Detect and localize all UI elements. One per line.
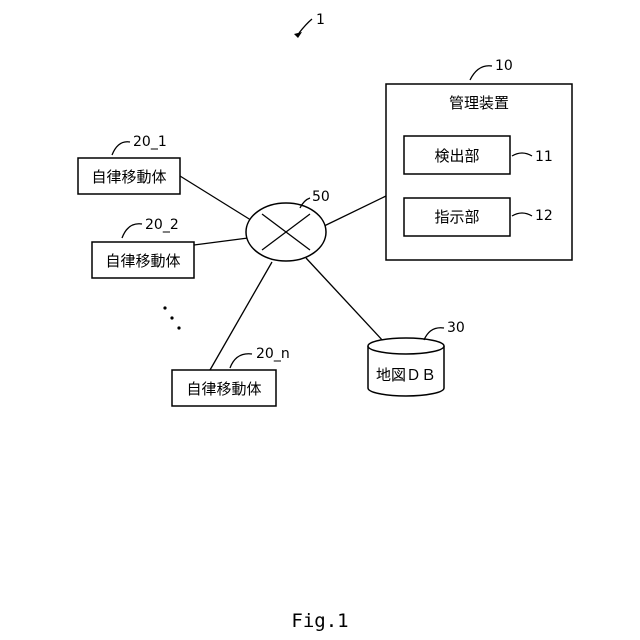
mobile-body-2: 自律移動体 20_2 bbox=[92, 217, 194, 278]
link-mobile-2-network bbox=[194, 238, 248, 245]
mobile-body-n-ref-label: 20_n bbox=[256, 346, 290, 362]
management-device: 管理装置 10 検出部 11 指示部 12 bbox=[386, 58, 572, 260]
link-network-management bbox=[320, 196, 386, 228]
ellipsis-dot bbox=[177, 326, 180, 329]
link-network-mapdb bbox=[306, 258, 384, 342]
ellipsis-dots bbox=[163, 306, 180, 329]
management-device-ref-label: 10 bbox=[495, 58, 513, 74]
network-ref-label: 50 bbox=[312, 189, 330, 205]
management-device-ref-leader bbox=[470, 66, 492, 80]
ellipsis-dot bbox=[170, 316, 173, 319]
mobile-body-1-label: 自律移動体 bbox=[91, 168, 166, 186]
system-ref-leader bbox=[299, 19, 312, 33]
management-device-title: 管理装置 bbox=[449, 94, 509, 112]
map-db-ref-leader bbox=[424, 328, 444, 340]
mobile-body-n-label: 自律移動体 bbox=[186, 380, 261, 398]
instruction-unit-ref-label: 12 bbox=[535, 208, 553, 224]
detection-unit-ref-label: 11 bbox=[535, 149, 553, 165]
system-ref-label: 1 bbox=[316, 12, 325, 28]
map-db-cylinder-top bbox=[368, 338, 444, 354]
mobile-body-2-ref-leader bbox=[122, 224, 142, 238]
ellipsis-dot bbox=[163, 306, 166, 309]
system-ref-arrowhead bbox=[294, 32, 302, 38]
mobile-body-1-ref-leader bbox=[112, 142, 130, 155]
figure-caption: Fig.1 bbox=[291, 610, 348, 632]
detection-unit-label: 検出部 bbox=[434, 147, 479, 165]
mobile-body-n: 自律移動体 20_n bbox=[172, 346, 290, 406]
map-db-ref-label: 30 bbox=[447, 320, 465, 336]
mobile-body-1-ref-label: 20_1 bbox=[133, 134, 167, 150]
instruction-unit-label: 指示部 bbox=[434, 208, 479, 226]
mobile-body-2-label: 自律移動体 bbox=[105, 252, 180, 270]
link-mobile-1-network bbox=[180, 176, 254, 222]
network-node: 50 bbox=[246, 189, 330, 261]
map-db: 地図ＤＢ 30 bbox=[368, 320, 465, 396]
system-ref-1: 1 bbox=[294, 12, 325, 38]
mobile-body-1: 自律移動体 20_1 bbox=[78, 134, 180, 194]
map-db-label: 地図ＤＢ bbox=[376, 366, 436, 384]
mobile-body-2-ref-label: 20_2 bbox=[145, 217, 179, 233]
mobile-body-n-ref-leader bbox=[230, 354, 252, 368]
